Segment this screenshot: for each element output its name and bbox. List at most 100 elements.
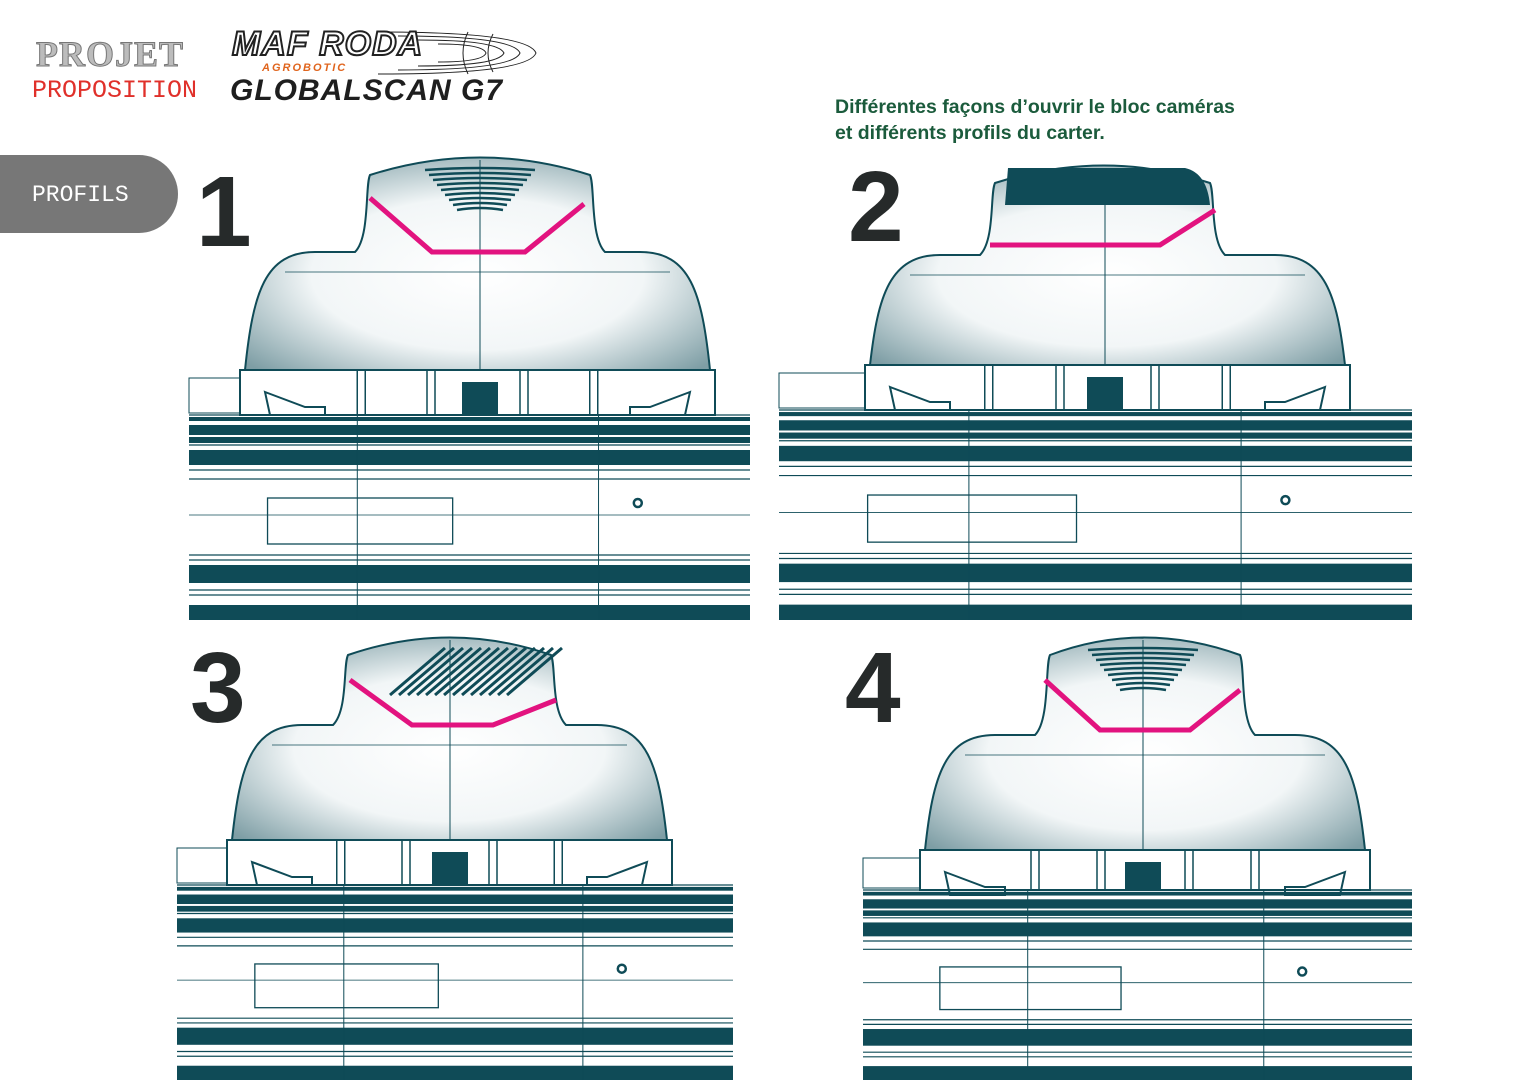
rail-band [189, 565, 750, 583]
rail-band [189, 605, 750, 620]
side-box [778, 372, 866, 409]
camera-housing [1125, 862, 1161, 890]
vent-slot [1087, 646, 1199, 652]
carter-shell [243, 156, 712, 371]
plate-outline [266, 497, 454, 545]
opening-line-highlight [348, 677, 557, 728]
vent-slot [398, 646, 455, 697]
rail-section [779, 409, 1412, 620]
brand-subtitle: AGROBOTIC [262, 62, 348, 74]
section-tab [0, 155, 178, 233]
profile-number-3: 3 [190, 632, 246, 744]
vent-slot [425, 646, 482, 697]
vent-slot [452, 646, 509, 697]
vent-grille [389, 646, 563, 697]
opening-line-highlight [990, 207, 1217, 248]
vent-slot [444, 191, 516, 197]
rail-band [863, 891, 1412, 896]
vent-slot [1095, 656, 1191, 662]
hinge-right [629, 390, 692, 416]
section-tab-label: PROFILS [32, 182, 129, 208]
vent-slot [407, 646, 464, 697]
vent-slot [506, 646, 563, 697]
vent-slot [461, 646, 518, 697]
vent-slot [432, 176, 528, 182]
hinge-right [1264, 385, 1327, 411]
vent-grille [1087, 646, 1199, 692]
rail-band [779, 420, 1412, 431]
profile-number-2: 2 [848, 151, 904, 263]
profile-2-drawing [778, 164, 1412, 620]
hinge-left [943, 870, 1006, 896]
camera-housing [432, 852, 468, 885]
rail-band [177, 905, 733, 912]
plate-outline [866, 494, 1078, 543]
proposition-label: PROPOSITION [32, 76, 198, 105]
rail-band [177, 894, 733, 905]
opening-line-highlight [368, 196, 586, 255]
profile-1-drawing [188, 156, 750, 620]
camera-housing [1087, 377, 1123, 410]
vent-slot [436, 181, 524, 187]
vent-slot [452, 201, 508, 207]
bolt-hole [1280, 494, 1291, 506]
rail-band [189, 425, 750, 435]
vent-slot [416, 646, 473, 697]
rail-band [189, 417, 750, 421]
vent-slot [428, 171, 532, 177]
side-box [176, 847, 228, 884]
headline-line-1: Différentes façons d’ouvrir le bloc camé… [835, 96, 1235, 118]
hinge-right [586, 860, 649, 886]
profile-number-1: 1 [196, 156, 252, 268]
rail-band [189, 437, 750, 443]
vent-slot [497, 646, 554, 697]
vent-slot [1099, 661, 1187, 667]
base-frame [778, 364, 1351, 411]
vent-slot [389, 646, 446, 697]
rail-section [189, 414, 750, 620]
brand-name: MAF RODA [231, 25, 424, 63]
rail-band [177, 918, 733, 933]
vent-slot [424, 166, 536, 172]
vent-slot [440, 186, 520, 192]
side-box [188, 377, 241, 414]
rail-band [779, 563, 1412, 583]
product-name: GLOBALSCAN G7 [230, 74, 504, 107]
carter-shell [923, 636, 1367, 851]
rail-band [779, 604, 1412, 620]
rail-band [177, 1065, 733, 1080]
vent-slot [488, 646, 545, 697]
side-box [862, 857, 921, 889]
rail-section [177, 884, 733, 1080]
rail-band [779, 412, 1412, 417]
base-frame [862, 849, 1371, 896]
vent-slot [479, 646, 536, 697]
rail-section [863, 889, 1412, 1080]
rail-band [863, 1029, 1412, 1046]
profile-3-drawing [176, 636, 733, 1080]
carter-shell [868, 164, 1347, 366]
rail-band [863, 910, 1412, 916]
hinge-left [250, 860, 313, 886]
vent-slot [1111, 676, 1175, 682]
vent-slot [443, 646, 500, 697]
dark-top-panel [1005, 168, 1210, 205]
rail-band [779, 445, 1412, 462]
rail-band [863, 899, 1412, 909]
vent-slot [1091, 651, 1195, 657]
profile-number-4: 4 [845, 632, 901, 744]
vent-slot [1107, 671, 1179, 677]
rail-band [863, 1066, 1412, 1080]
plate-outline [254, 963, 439, 1009]
camera-housing [462, 382, 498, 415]
vent-slot [1103, 666, 1183, 672]
vent-slot [448, 196, 512, 202]
base-frame [188, 369, 716, 416]
bolt-hole [1296, 966, 1308, 977]
hinge-left [888, 385, 951, 411]
vent-slot [1119, 686, 1167, 692]
bolt-hole [616, 963, 628, 974]
vent-slot [1115, 681, 1171, 687]
rail-band [177, 1027, 733, 1045]
